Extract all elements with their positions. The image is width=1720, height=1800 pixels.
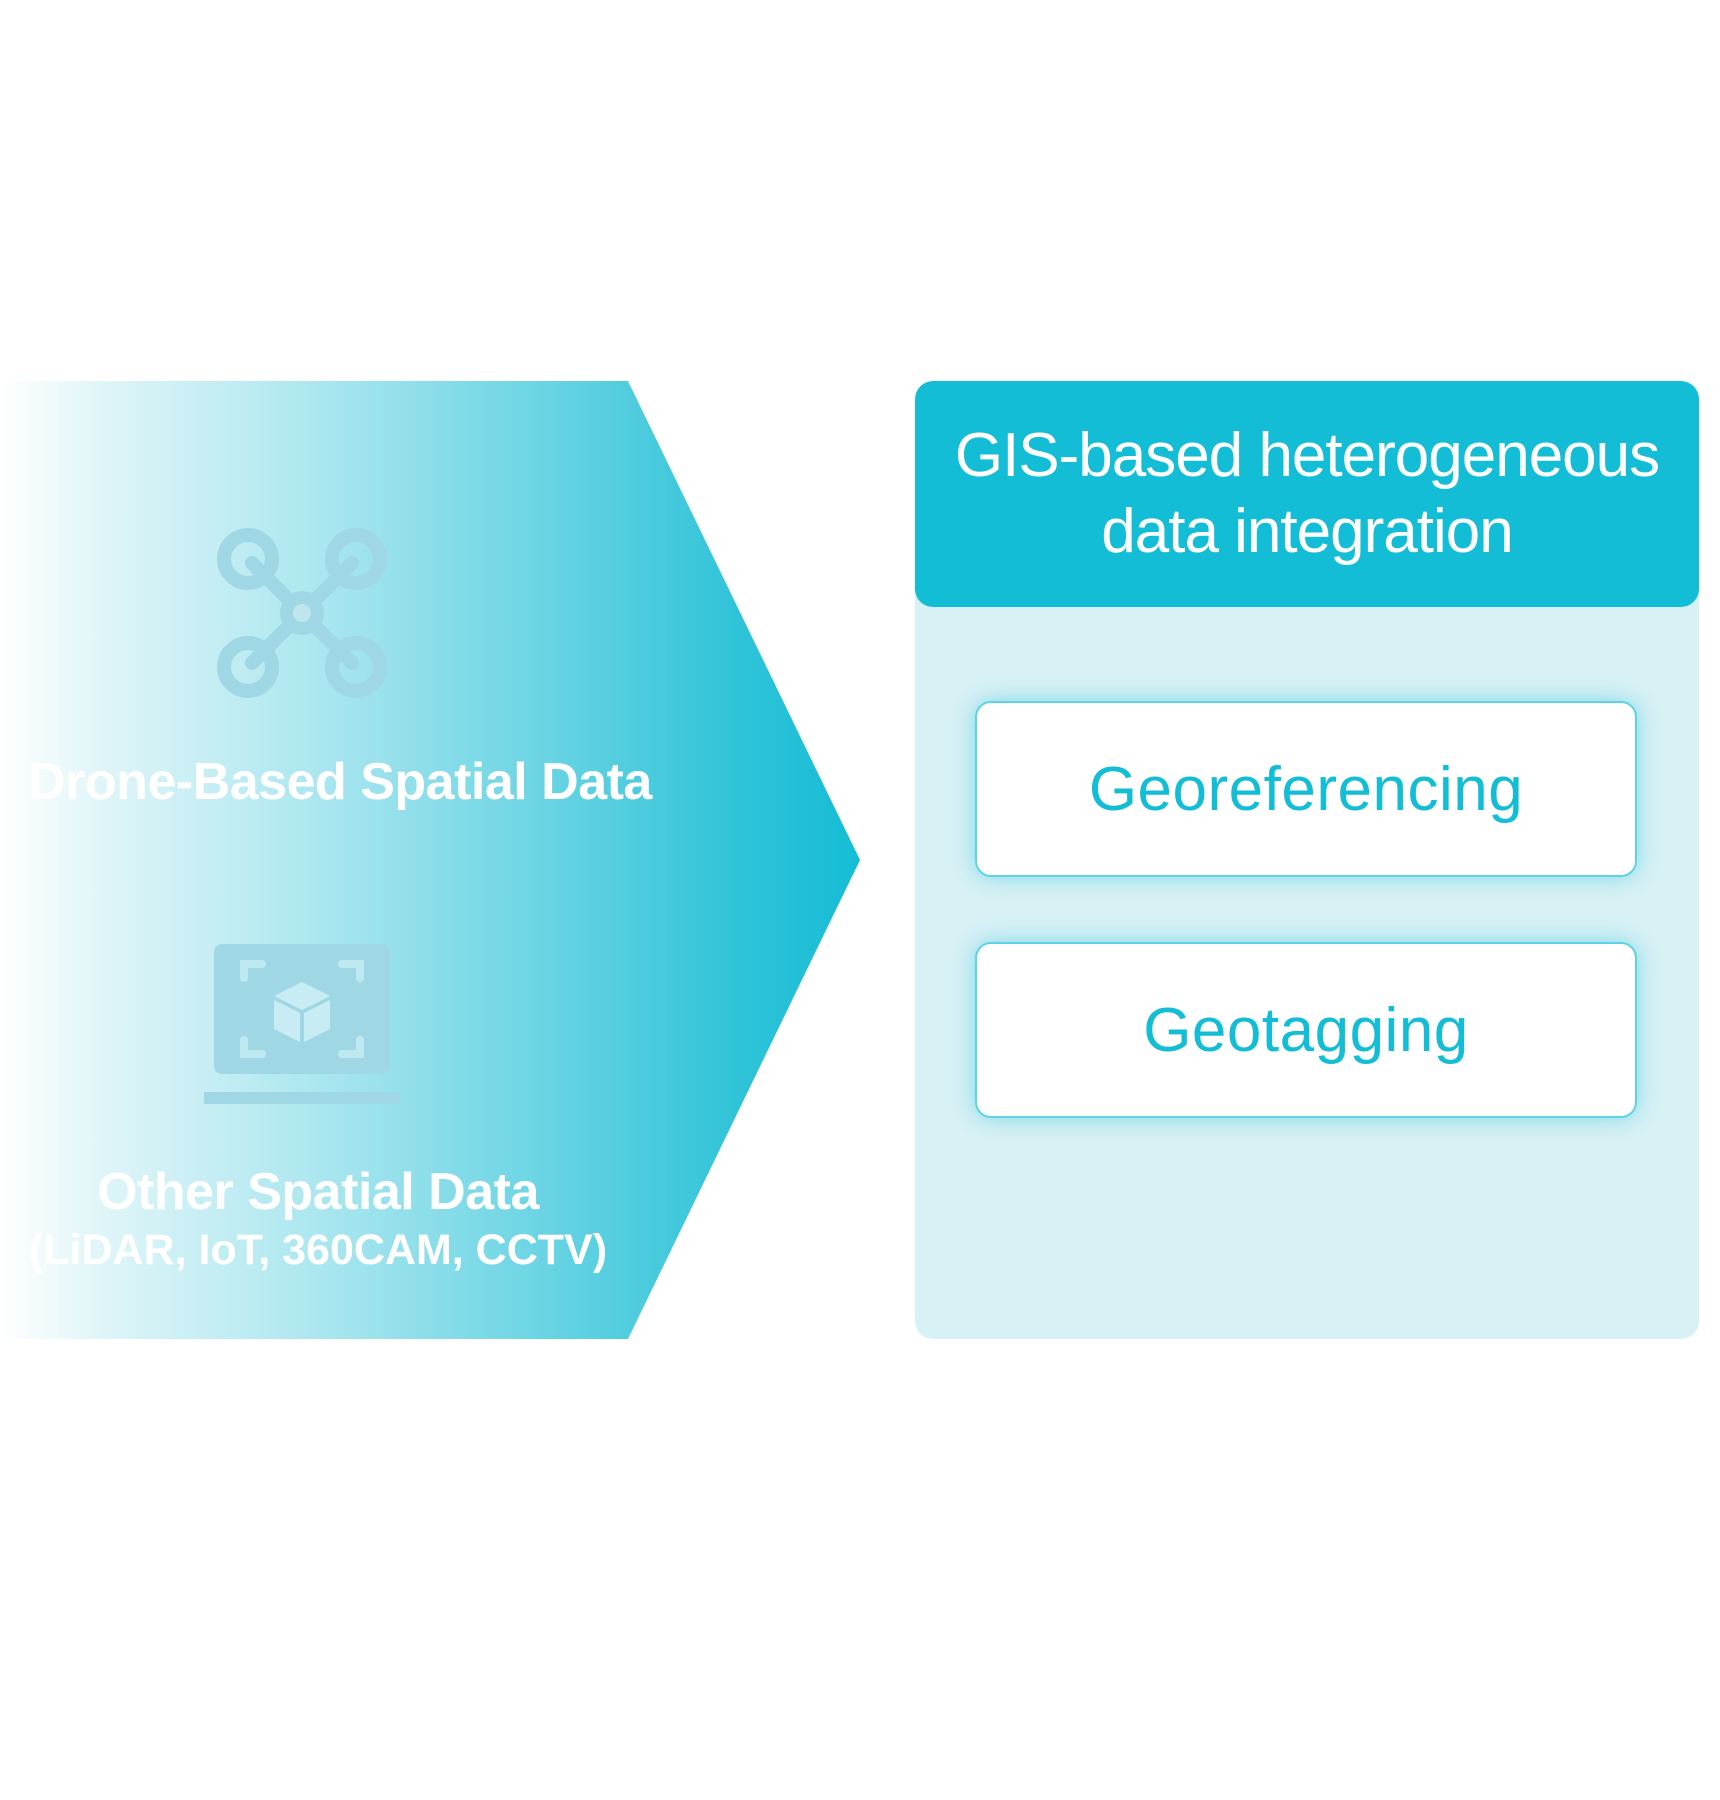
georeferencing-card: Georeferencing xyxy=(975,701,1637,877)
integration-title-line-2: data integration xyxy=(1101,497,1513,566)
drone-icon xyxy=(217,528,387,698)
other-data-examples: (LiDAR, IoT, 360CAM, CCTV) xyxy=(28,1226,608,1274)
integration-header: GIS-based heterogeneous data integration xyxy=(915,381,1699,607)
geotagging-label: Geotagging xyxy=(1143,995,1469,1065)
geotagging-card: Geotagging xyxy=(975,942,1637,1118)
georeferencing-label: Georeferencing xyxy=(1088,754,1524,824)
laptop-3d-scan-icon xyxy=(204,944,400,1104)
drone-data-label: Drone-Based Spatial Data xyxy=(28,753,652,811)
other-data-label: Other Spatial Data xyxy=(97,1163,539,1221)
integration-title-line-1: GIS-based heterogeneous xyxy=(954,421,1660,490)
integration-panel: GIS-based heterogeneous data integration… xyxy=(915,381,1699,1339)
